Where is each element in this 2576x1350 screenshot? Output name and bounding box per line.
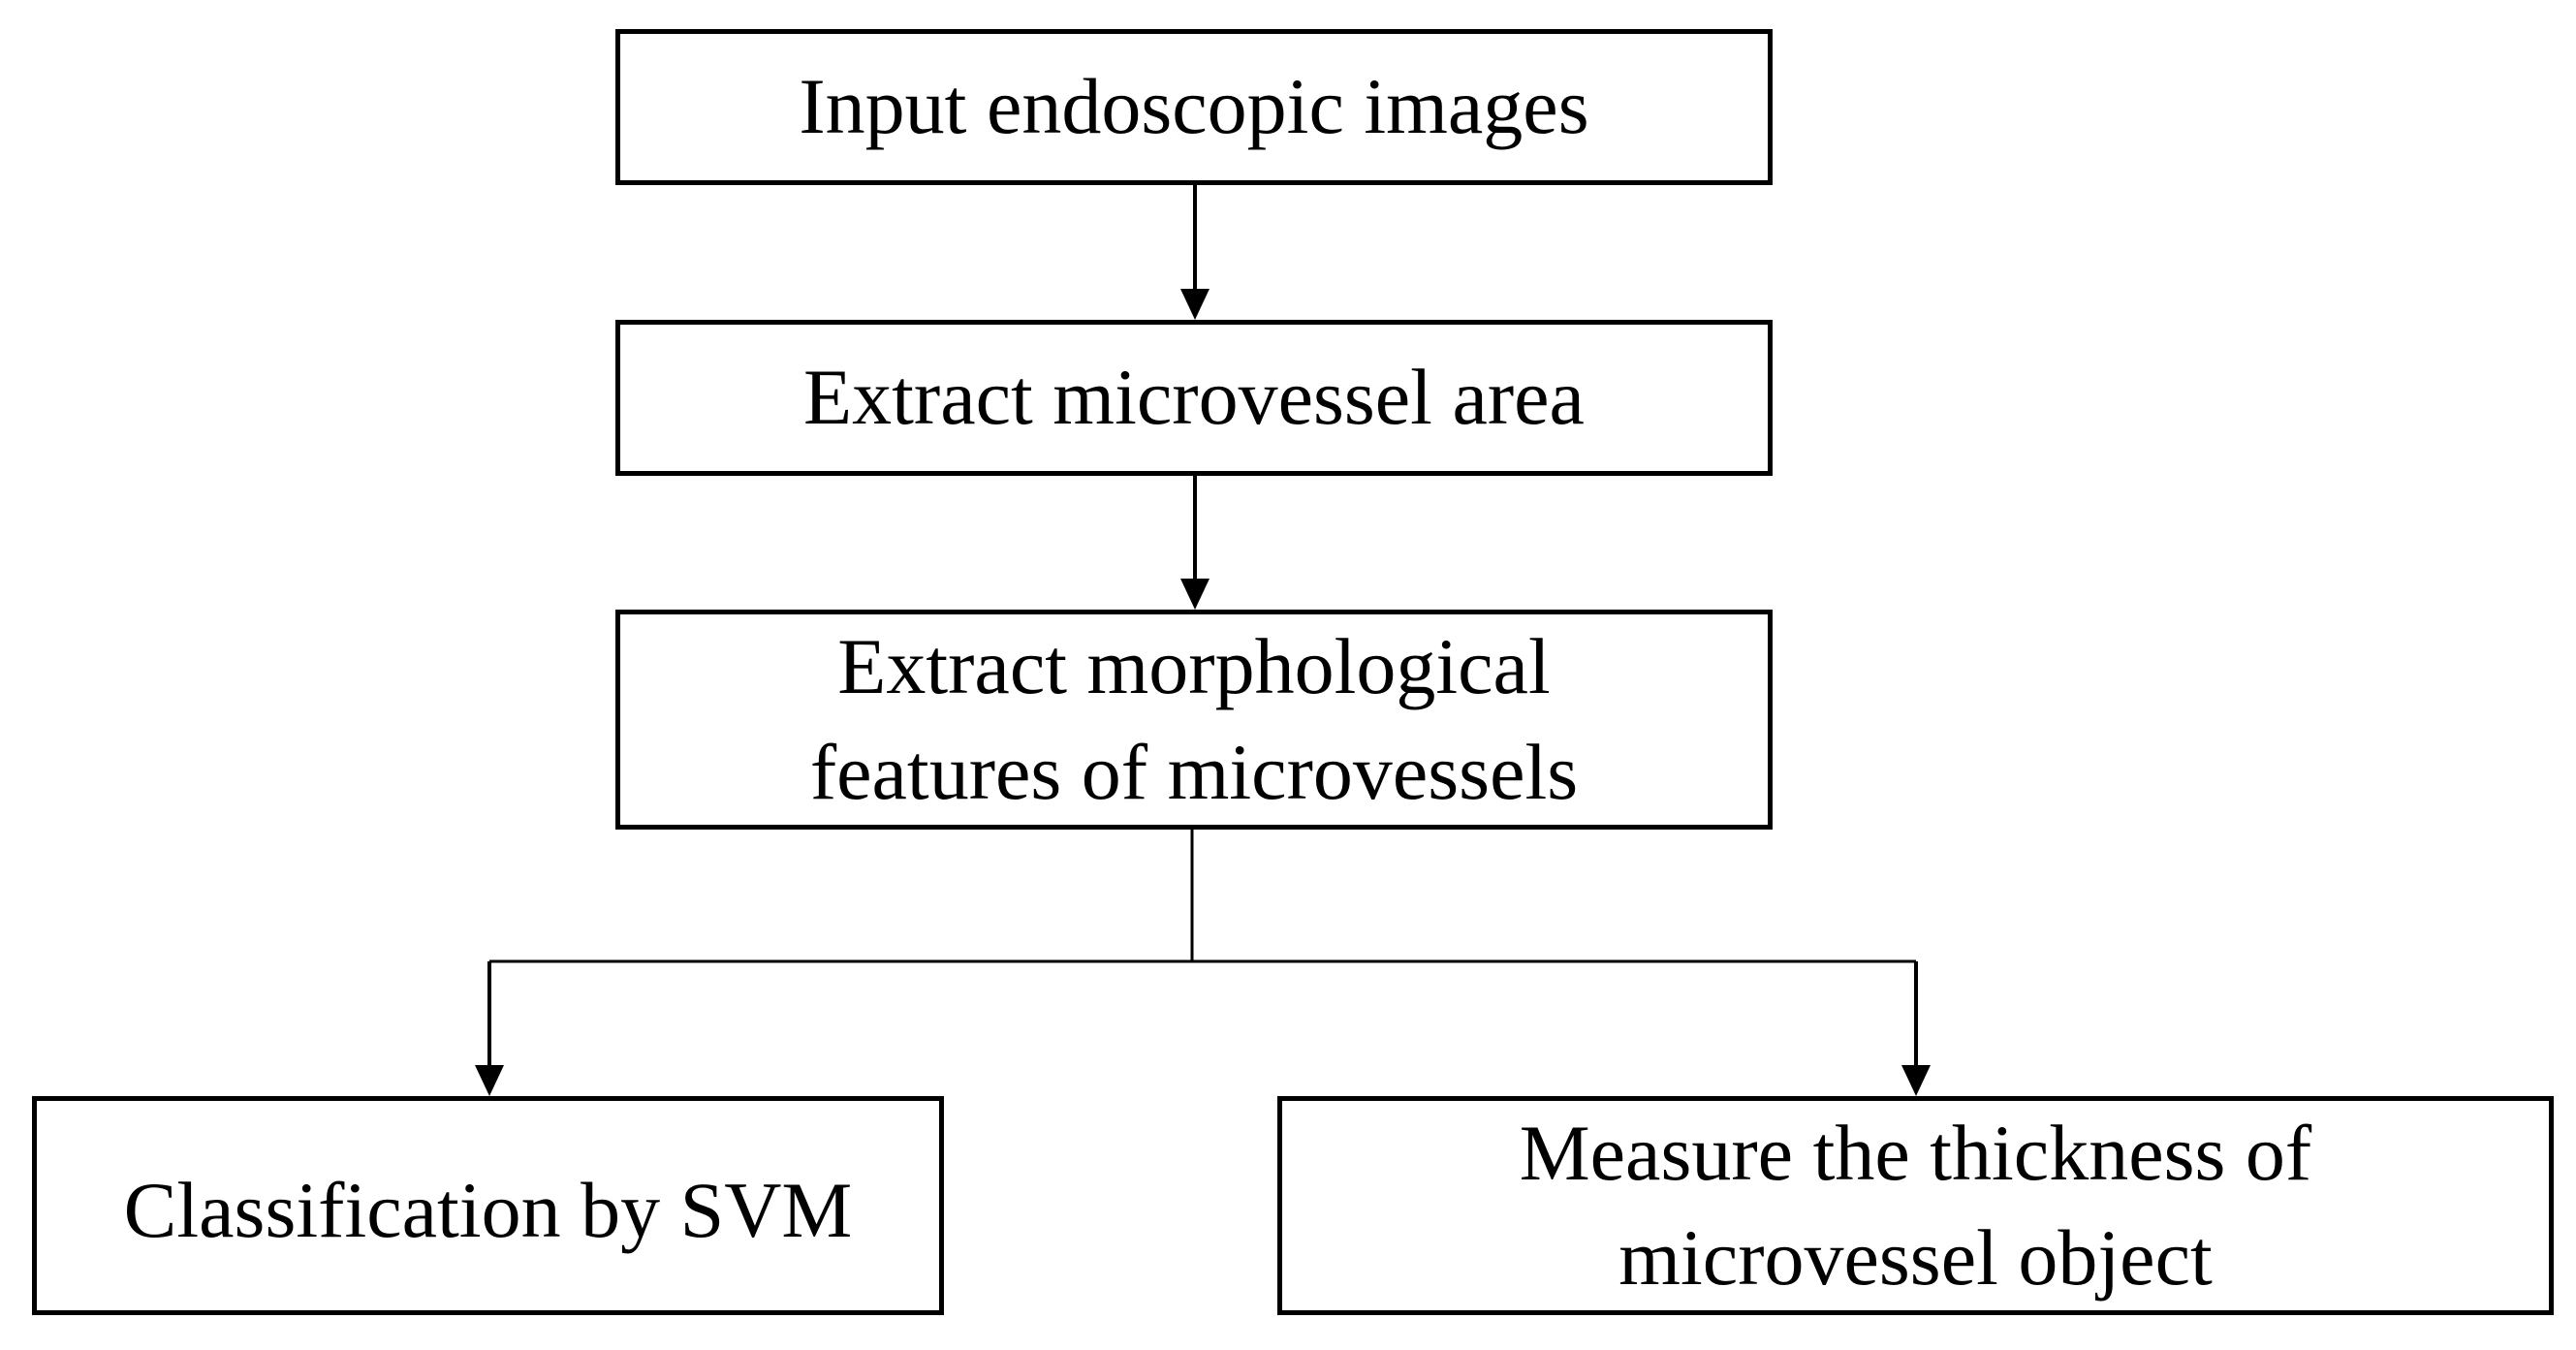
node-input-label: Input endoscopic images — [799, 62, 1589, 151]
arrowhead-measure — [1901, 1065, 1931, 1096]
node-extract-features-label-line1: Extract morphological — [837, 622, 1551, 711]
node-measure-label-line2: microvessel object — [1618, 1213, 2213, 1302]
node-measure-thickness: Measure the thickness of microvessel obj… — [1277, 1096, 2554, 1315]
arrowhead-extract-area — [1180, 289, 1209, 320]
arrowhead-classification — [475, 1065, 504, 1096]
node-extract-features-label-line2: features of microvessels — [809, 727, 1579, 816]
node-extract-microvessel-area: Extract microvessel area — [615, 320, 1773, 476]
node-classification-by-svm: Classification by SVM — [32, 1096, 944, 1315]
node-classification-label: Classification by SVM — [123, 1165, 853, 1254]
node-extract-morphological-features: Extract morphological features of microv… — [615, 610, 1773, 830]
arrowhead-extract-features — [1180, 579, 1209, 610]
node-measure-label-line1: Measure the thickness of — [1519, 1108, 2312, 1197]
node-extract-area-label: Extract microvessel area — [803, 353, 1585, 442]
node-input-endoscopic-images: Input endoscopic images — [615, 29, 1773, 185]
